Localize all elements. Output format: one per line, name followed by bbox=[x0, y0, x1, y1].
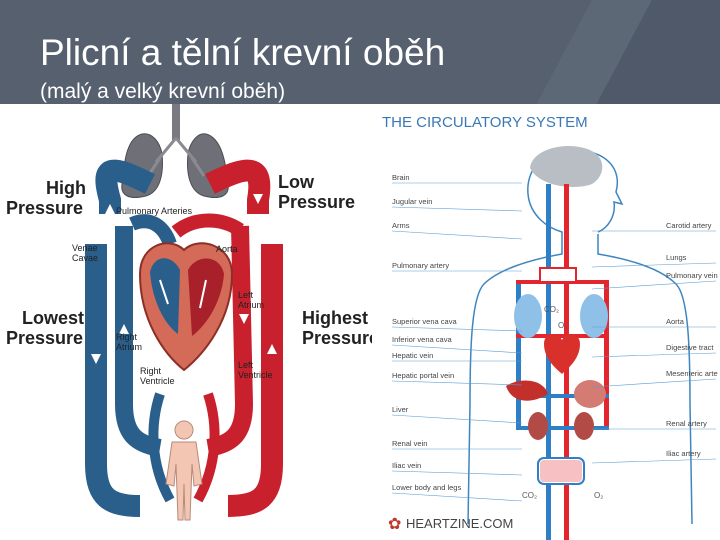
circulatory-system-svg: THE CIRCULATORY SYSTEM CO₂ O₂ CO₂ O₂ Bra… bbox=[382, 114, 718, 540]
venae-cavae-label-1: Venae bbox=[72, 243, 98, 253]
right-lung-icon bbox=[580, 294, 608, 338]
label-leader-line bbox=[391, 380, 523, 386]
high-pressure-label-1: High bbox=[46, 178, 86, 198]
label-hepatic-portal-vein: Hepatic portal vein bbox=[392, 371, 454, 380]
label-brain: Brain bbox=[392, 173, 410, 182]
pulmonary-arteries-label: Pulmonary Arteries bbox=[116, 206, 193, 216]
highest-pressure-label-1: Highest bbox=[302, 308, 368, 328]
circulatory-system-diagram: THE CIRCULATORY SYSTEM CO₂ O₂ CO₂ O₂ Bra… bbox=[372, 104, 720, 540]
label-leader-line bbox=[391, 414, 523, 424]
label-iliac-vein: Iliac vein bbox=[392, 461, 421, 470]
right-atrium-label-2: Atrium bbox=[116, 342, 142, 352]
left-kidney-icon bbox=[528, 412, 548, 440]
venae-cavae-label-2: Cavae bbox=[72, 253, 98, 263]
brain-icon bbox=[530, 146, 603, 187]
slide-header: Plicní a tělní krevní oběh (malý a velký… bbox=[0, 0, 720, 104]
label-renal-vein: Renal vein bbox=[392, 439, 427, 448]
heart-circulation-diagram: High Pressure Low Pressure Lowest Pressu… bbox=[0, 104, 379, 540]
slide-title: Plicní a tělní krevní oběh bbox=[40, 32, 446, 73]
svg-text:✿: ✿ bbox=[388, 516, 401, 533]
high-pressure-label-2: Pressure bbox=[6, 198, 83, 218]
right-ventricle-label-2: Ventricle bbox=[140, 376, 175, 386]
slide-subtitle: (malý a velký krevní oběh) bbox=[40, 80, 286, 103]
heart-icon-small bbox=[544, 334, 580, 374]
label-leader-line bbox=[391, 470, 523, 476]
right-kidney-icon bbox=[574, 412, 594, 440]
label-leader-line bbox=[591, 352, 717, 358]
label-carotid-artery: Carotid artery bbox=[666, 221, 712, 230]
highest-pressure-label-2: Pressure bbox=[302, 328, 372, 348]
right-atrium-label-1: Right bbox=[116, 332, 138, 342]
label-leader-line bbox=[591, 280, 717, 290]
left-atrium-label-1: Left bbox=[238, 290, 254, 300]
left-atrium-label-2: Atrium bbox=[238, 300, 264, 310]
left-ventricle-label-1: Left bbox=[238, 360, 254, 370]
left-ventricle-label-2: Ventricle bbox=[238, 370, 273, 380]
label-lower-body-and-legs: Lower body and legs bbox=[392, 483, 461, 492]
heartzine-logo: ✿ HEARTZINE.COM bbox=[388, 516, 513, 533]
logo-text: HEARTZINE.COM bbox=[406, 516, 513, 531]
label-pulmonary-artery: Pulmonary artery bbox=[392, 261, 449, 270]
label-renal-artery: Renal artery bbox=[666, 419, 707, 428]
label-jugular-vein: Jugular vein bbox=[392, 197, 432, 206]
liver-icon bbox=[506, 380, 548, 401]
venous-circuit bbox=[85, 159, 177, 517]
o2-bottom-label: O₂ bbox=[594, 491, 603, 500]
label-leader-line bbox=[591, 458, 717, 464]
label-aorta: Aorta bbox=[666, 317, 685, 326]
label-leader-line bbox=[391, 206, 523, 212]
capillary-bed-fill bbox=[540, 460, 582, 482]
label-pulmonary-vein: Pulmonary vein bbox=[666, 271, 718, 280]
label-digestive-tract: Digestive tract bbox=[666, 343, 714, 352]
low-pressure-label-1: Low bbox=[278, 172, 315, 192]
o2-top-label: O₂ bbox=[558, 321, 567, 330]
heart-circulation-svg: High Pressure Low Pressure Lowest Pressu… bbox=[6, 104, 379, 521]
label-hepatic-vein: Hepatic vein bbox=[392, 351, 433, 360]
circulatory-system-title: THE CIRCULATORY SYSTEM bbox=[382, 114, 588, 131]
aorta-label: Aorta bbox=[216, 244, 238, 254]
co2-top-label: CO₂ bbox=[544, 305, 559, 314]
label-iliac-artery: Iliac artery bbox=[666, 449, 701, 458]
lowest-pressure-label-2: Pressure bbox=[6, 328, 83, 348]
flow-arrows bbox=[91, 194, 277, 364]
label-leader-line bbox=[591, 378, 717, 388]
label-inferior-vena-cava: Inferior vena cava bbox=[392, 335, 452, 344]
right-ventricle-label-1: Right bbox=[140, 366, 162, 376]
co2-bottom-label: CO₂ bbox=[522, 491, 537, 500]
heart-icon bbox=[138, 242, 234, 372]
lowest-pressure-label-1: Lowest bbox=[22, 308, 84, 328]
label-leader-line bbox=[391, 326, 523, 332]
label-lungs: Lungs bbox=[666, 253, 687, 262]
label-superior-vena-cava: Superior vena cava bbox=[392, 317, 457, 326]
human-body-icon bbox=[165, 420, 203, 521]
label-mesenteric-arte: Mesenteric arte bbox=[666, 369, 718, 378]
low-pressure-label-2: Pressure bbox=[278, 192, 355, 212]
label-leader-line bbox=[391, 230, 523, 240]
label-leader-line bbox=[391, 492, 523, 502]
label-leader-line bbox=[391, 344, 523, 354]
left-lung-icon bbox=[514, 294, 542, 338]
label-arms: Arms bbox=[392, 221, 410, 230]
digestive-tract-icon bbox=[574, 380, 606, 408]
label-liver: Liver bbox=[392, 405, 409, 414]
label-leader-line bbox=[591, 262, 717, 268]
